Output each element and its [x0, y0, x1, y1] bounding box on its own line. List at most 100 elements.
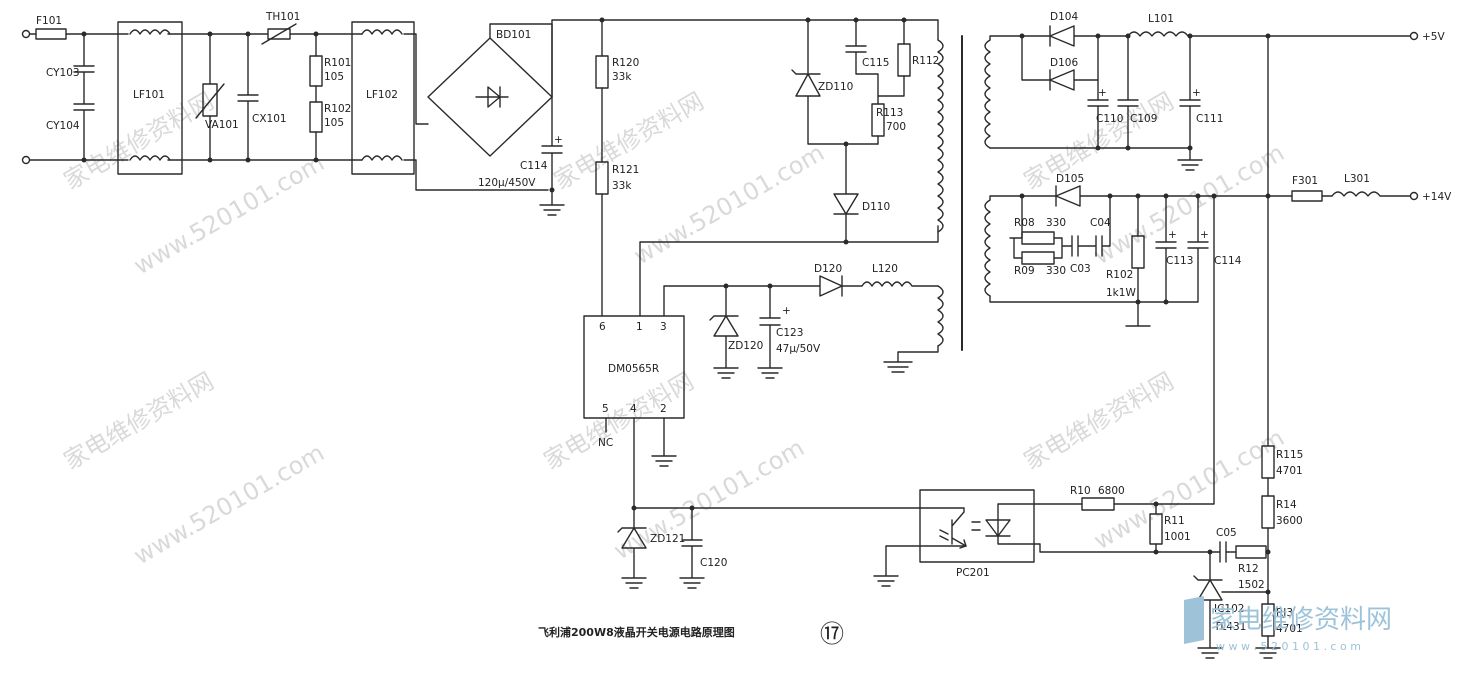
plus-sign: +	[1192, 87, 1201, 99]
value-R102: 105	[324, 117, 344, 129]
label-R113: R113	[876, 107, 903, 119]
thermistor-TH101	[267, 28, 291, 40]
common-mode-choke-LF101	[117, 21, 183, 175]
value-R08: 330	[1046, 217, 1066, 229]
resistor-R14	[1261, 495, 1275, 529]
pin-4: 4	[630, 403, 637, 415]
resistor-R102-bleeder	[1131, 235, 1145, 269]
ac-input-terminal	[21, 155, 31, 165]
optocoupler-PC201	[919, 489, 1035, 563]
label-LF101: LF101	[133, 89, 165, 101]
value-R11: 1001	[1164, 531, 1191, 543]
output-terminal-5v	[1409, 31, 1419, 41]
secondary-5v-section: D104 D106 L101 + + C110 C109 C111 +5V	[984, 11, 1445, 171]
label-D106: D106	[1050, 57, 1078, 69]
label-C113: C113	[1166, 255, 1193, 267]
label-C114: C114	[520, 160, 548, 172]
label-L120: L120	[872, 263, 898, 275]
value-R10: 6800	[1098, 485, 1125, 497]
label-L101: L101	[1148, 13, 1174, 25]
watermark-text: www.520101.com	[129, 439, 329, 571]
brand-logo: 家电维修资料网 w w w . 5 2 0 1 0 1 . c o m	[1184, 596, 1392, 653]
value-R13: 4701	[1276, 623, 1303, 635]
label-R08: R08	[1014, 217, 1035, 229]
value-R121: 33k	[612, 180, 632, 192]
plus-sign: +	[1168, 229, 1177, 241]
resistor-R11	[1149, 513, 1163, 545]
watermark-text: 家电维修资料网	[1019, 367, 1178, 475]
pin-6: 6	[599, 321, 606, 333]
figure-number: ⑰	[820, 620, 844, 648]
label-TH101: TH101	[265, 11, 300, 23]
resistor-R112	[897, 43, 911, 77]
ac-input-terminal	[21, 29, 31, 39]
output-label-14v: +14V	[1422, 191, 1452, 203]
label-R115: R115	[1276, 449, 1303, 461]
transformer-aux-winding	[937, 285, 944, 347]
label-C05: C05	[1216, 527, 1237, 539]
varistor-VA101	[202, 83, 218, 117]
label-VA101: VA101	[205, 119, 239, 131]
value-C123: 47μ/50V	[776, 343, 821, 355]
value-C114: 120μ/450V	[478, 177, 536, 189]
input-filter-section: F101 CY103 CY104 LF101 VA101 CX101 TH101…	[21, 11, 603, 216]
brand-url: w w w . 5 2 0 1 0 1 . c o m	[1216, 640, 1361, 653]
plus-sign: +	[1200, 229, 1209, 241]
label-CY103: CY103	[46, 67, 80, 79]
label-C111: C111	[1196, 113, 1223, 125]
watermark-text: www.520101.com	[1089, 139, 1289, 271]
resistor-R13	[1261, 603, 1275, 637]
resistor-R08	[1021, 231, 1055, 245]
label-C110: C110	[1096, 113, 1123, 125]
label-ZD120: ZD120	[728, 340, 763, 352]
fuse-F301	[1291, 190, 1323, 202]
value-R120: 33k	[612, 71, 632, 83]
label-C04: C04	[1090, 217, 1111, 229]
resistor-R09	[1021, 251, 1055, 265]
label-C109: C109	[1130, 113, 1157, 125]
feedback-section: PC201 R10 6800 R11 1001 C05 R12 1502 IC1…	[873, 35, 1303, 659]
watermark-text: www.520101.com	[629, 139, 829, 271]
label-LF102: LF102	[366, 89, 398, 101]
watermark-text: 家电维修资料网	[549, 87, 708, 195]
secondary-14v-section: D105 R08 330 R09 330 C04 C03 R102 1k1W +…	[984, 173, 1452, 327]
plus-sign: +	[554, 134, 563, 146]
resistor-R121	[595, 161, 609, 195]
label-NC: NC	[598, 437, 613, 449]
label-L301: L301	[1344, 173, 1370, 185]
resistor-R102	[309, 101, 323, 133]
resistor-R101	[309, 55, 323, 87]
value-R14: 3600	[1276, 515, 1303, 527]
fuse-F101	[35, 28, 67, 40]
plus-sign: +	[1098, 87, 1107, 99]
label-C114-secondary: C114	[1214, 255, 1242, 267]
diagram-caption: 飞利浦200W8液晶开关电源电路原理图	[538, 625, 735, 639]
watermark-text: www.520101.com	[609, 434, 809, 566]
value-R113: 700	[886, 121, 906, 133]
label-R102: R102	[324, 103, 351, 115]
label-R11: R11	[1164, 515, 1185, 527]
label-R12: R12	[1238, 563, 1259, 575]
watermark-text: www.520101.com	[129, 149, 329, 281]
resistor-R120	[595, 55, 609, 89]
label-D104: D104	[1050, 11, 1078, 23]
watermark-text: 家电维修资料网	[539, 367, 698, 475]
label-C120: C120	[700, 557, 727, 569]
pin-5: 5	[602, 403, 609, 415]
label-R120: R120	[612, 57, 639, 69]
pin-3: 3	[660, 321, 667, 333]
value-R115: 4701	[1276, 465, 1303, 477]
bridge-rectifier-BD101	[427, 37, 553, 157]
label-R102-bleeder: R102	[1106, 269, 1133, 281]
label-F301: F301	[1292, 175, 1318, 187]
label-R101: R101	[324, 57, 351, 69]
label-F101: F101	[36, 15, 62, 27]
label-R112: R112	[912, 55, 939, 67]
label-R13: RJ3	[1276, 607, 1293, 619]
ic-part-number: DM0565R	[608, 363, 659, 375]
label-D105: D105	[1056, 173, 1084, 185]
transformer-secondary-5v	[984, 39, 991, 149]
transformer-secondary-14v	[984, 199, 991, 297]
common-mode-choke-LF102	[351, 21, 415, 175]
